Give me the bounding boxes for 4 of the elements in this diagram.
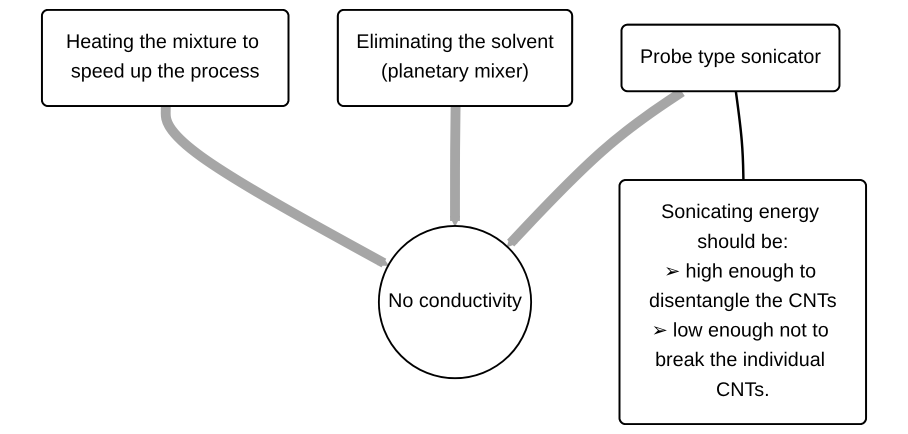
arrow — [160, 106, 389, 268]
arrow — [450, 106, 461, 226]
connector — [734, 92, 745, 181]
node-circle: No conductivity — [378, 225, 532, 380]
